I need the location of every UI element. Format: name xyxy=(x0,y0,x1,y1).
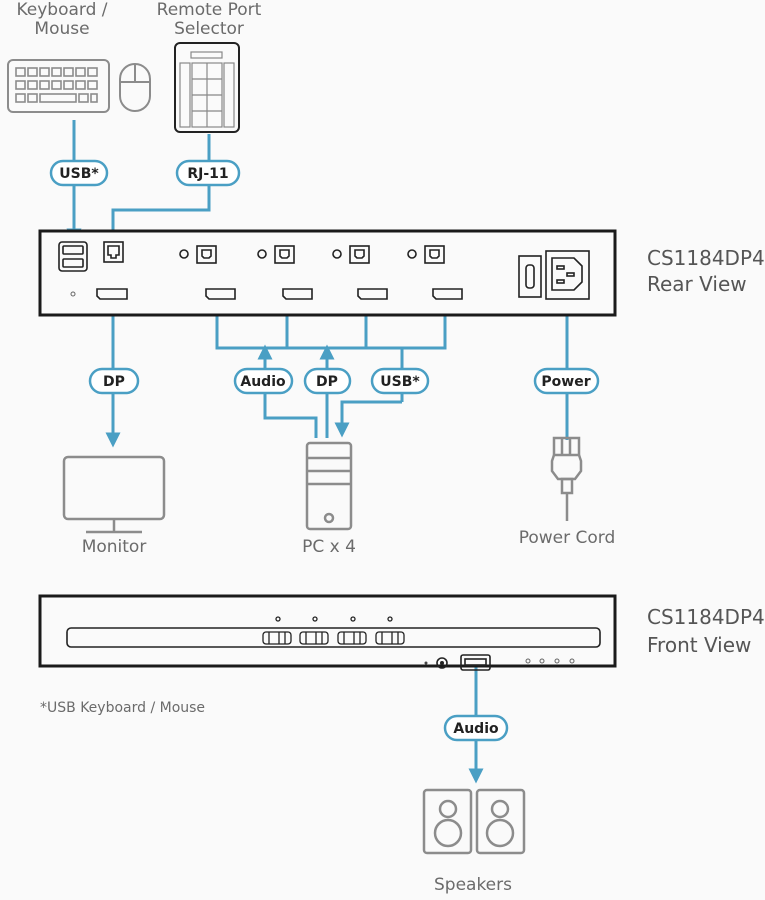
power-inlet xyxy=(545,250,590,300)
pc-ports-rear xyxy=(179,245,463,300)
svg-text:USB*: USB* xyxy=(380,374,420,390)
power-plug-icon xyxy=(550,436,583,521)
keyboard-icon xyxy=(7,59,110,113)
tag-power: Power xyxy=(533,367,600,395)
front-view-unit xyxy=(38,594,617,671)
remote-port-label-2: Selector xyxy=(174,19,244,39)
svg-text:Audio: Audio xyxy=(240,374,286,390)
pc-label: PC x 4 xyxy=(302,537,356,557)
usb-a-ports xyxy=(58,241,88,272)
speakers-label: Speakers xyxy=(434,875,512,895)
keyboard-mouse-label: Keyboard / xyxy=(16,0,107,20)
port-select-buttons xyxy=(262,616,405,645)
speakers-icon xyxy=(422,788,526,855)
rear-view-model: CS1184DP4 xyxy=(647,246,765,270)
remote-port-selector-icon xyxy=(174,42,240,133)
front-view-model: CS1184DP4 xyxy=(647,605,765,629)
tag-usb-pc: USB* xyxy=(370,367,430,395)
tag-audio-pc: Audio xyxy=(233,367,294,395)
svg-text:DP: DP xyxy=(316,374,338,390)
svg-text:Power: Power xyxy=(541,374,590,390)
power-cord-label: Power Cord xyxy=(519,528,616,548)
svg-text:DP: DP xyxy=(103,374,125,390)
rear-view-unit xyxy=(38,229,617,317)
keyboard-mouse-label-2: Mouse xyxy=(34,19,89,39)
mouse-icon xyxy=(119,63,151,112)
rear-view-label: Rear View xyxy=(647,272,747,296)
front-usb-port xyxy=(460,654,491,671)
tag-dp-monitor: DP xyxy=(88,367,140,395)
tag-audio-front: Audio xyxy=(443,714,509,742)
dp-port-console xyxy=(96,288,128,300)
monitor-label: Monitor xyxy=(82,537,147,557)
rj11-port xyxy=(103,241,124,263)
footnote: *USB Keyboard / Mouse xyxy=(40,700,205,716)
tag-rj11: RJ-11 xyxy=(175,159,241,187)
tag-usb-top: USB* xyxy=(49,159,109,187)
tag-dp-pc: DP xyxy=(303,367,352,395)
svg-text:USB*: USB* xyxy=(59,166,99,182)
remote-port-label: Remote Port xyxy=(157,0,262,20)
svg-text:Audio: Audio xyxy=(453,721,499,737)
power-switch xyxy=(518,255,542,298)
svg-text:RJ-11: RJ-11 xyxy=(187,166,228,182)
pc-tower-icon xyxy=(305,441,353,531)
front-view-label: Front View xyxy=(647,633,751,657)
monitor-icon xyxy=(62,455,166,534)
